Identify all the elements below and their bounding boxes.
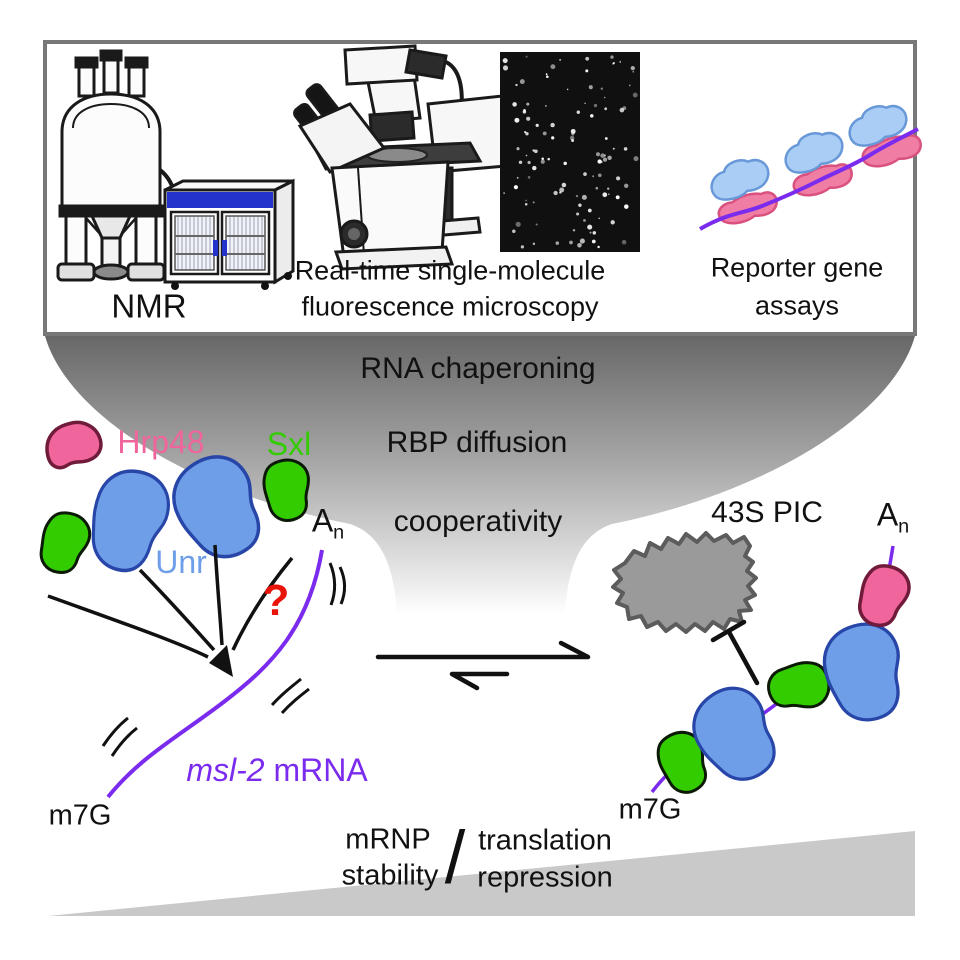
reporter-label-line1: Reporter gene [710, 252, 884, 283]
funnel-term-rna-chaperoning: RNA chaperoning [360, 352, 596, 385]
bottom-term-stability: stability [341, 859, 439, 892]
funnel-term-rbp-diffusion: RBP diffusion [386, 426, 568, 459]
inhibition-tbar [710, 619, 760, 686]
bottom-term-mrnp: mRNP [345, 823, 431, 856]
motion-marks [101, 562, 347, 757]
poly-a-label-left: An [311, 502, 345, 544]
assembly-arrowhead [209, 645, 233, 677]
nmr-console-cabinet-icon [163, 178, 295, 290]
reporter-label-line2: assays [754, 290, 840, 321]
sxl-label: Sxl [266, 426, 312, 462]
bottom-term-repression: repression [477, 861, 613, 894]
fluorescence-micrograph [500, 52, 640, 252]
reporter-mrna-strand [699, 127, 919, 231]
left-mrnp-cartoon [36, 417, 347, 799]
microscopy-label-line2: fluorescence microscopy [301, 291, 599, 322]
hrp48-protein-blob [41, 417, 106, 471]
hrp48-protein-blob [854, 560, 915, 632]
unr-protein-blob [811, 612, 921, 733]
funnel-term-cooperativity: cooperativity [393, 505, 563, 538]
assembly-arrows [47, 544, 294, 659]
microscopy-label-line1: Real-time single-molecule [294, 255, 606, 286]
bottom-divider-slash: / [444, 816, 466, 899]
msl2-mrna-strand [106, 549, 324, 799]
right-mrnp-cartoon [611, 531, 921, 801]
unr-label: Unr [155, 544, 207, 580]
sxl-protein-blob [36, 508, 95, 579]
bottom-term-translation: translation [478, 824, 612, 857]
methods-box-frame [43, 40, 917, 336]
equilibrium-arrows [375, 640, 591, 691]
increasing-wedge-shape [48, 831, 915, 916]
poly-a-label-right: An [876, 496, 910, 538]
question-mark: ? [262, 576, 290, 625]
hrp48-label: Hrp48 [117, 424, 205, 460]
m7g-cap-label-left: m7G [48, 799, 112, 832]
microscope-icon [293, 44, 508, 271]
msl2-mrna-label: msl-2 mRNA [186, 752, 368, 788]
reporter-assay-icon [699, 98, 926, 231]
nmr-label: NMR [111, 287, 187, 325]
43s-pic-label: 43S PIC [711, 496, 823, 529]
43s-pic-blob [611, 531, 758, 634]
gradient-funnel-shape [45, 336, 915, 612]
nmr-spectrometer-icon [56, 49, 208, 282]
m7g-cap-label-right: m7G [618, 793, 682, 826]
